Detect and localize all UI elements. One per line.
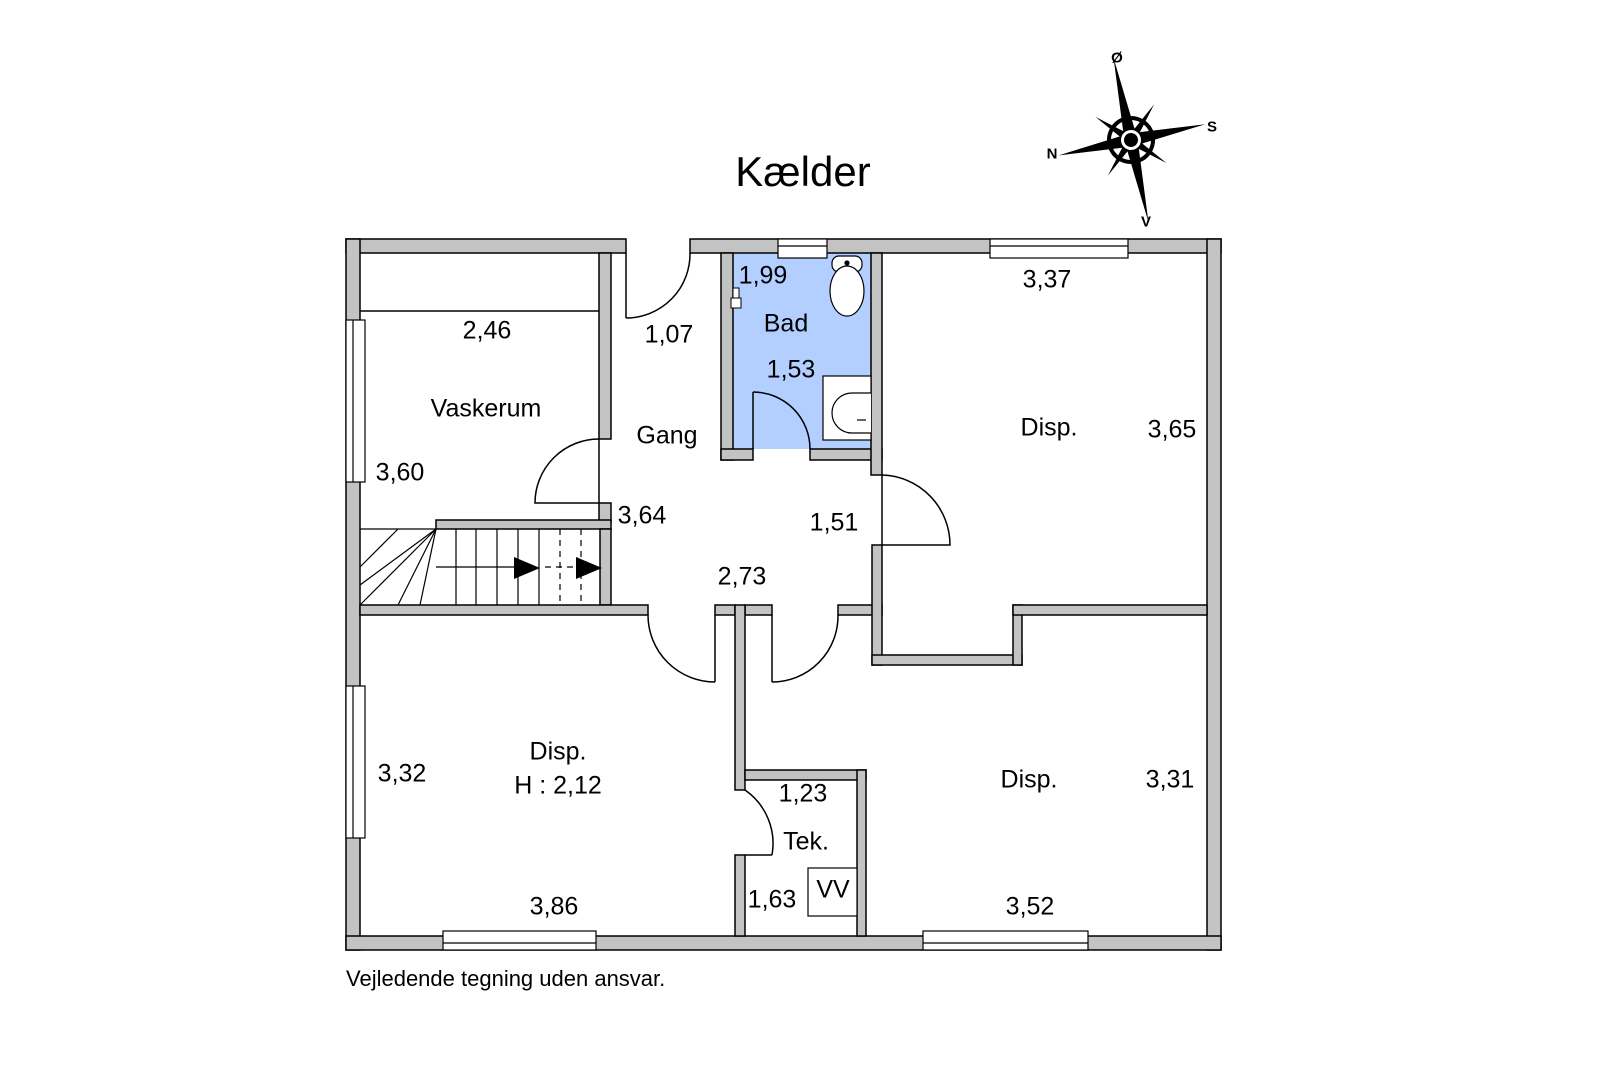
faucet-icon [730,287,742,309]
tek-label: Tek. [783,827,829,856]
gang-label: Gang [636,421,698,450]
disp-se-depth: 3,31 [1145,765,1195,794]
toilet-icon [829,255,865,317]
water-heater-box [807,867,858,917]
disp-sw-height: H : 2,12 [514,771,602,800]
stair-arrow-icon [514,557,540,579]
disp-sw-depth: 3,32 [377,759,427,788]
disp-ne-depth: 3,65 [1147,415,1197,444]
bad-depth: 1,53 [766,355,816,384]
disp-sw-width: 3,86 [529,892,579,921]
disp-se-width: 3,52 [1005,892,1055,921]
compass-rose-icon [1058,57,1206,223]
compass-west-label: V [1140,213,1152,231]
gang-dim: 3,64 [617,501,667,530]
gang-dim: 2,73 [717,562,767,591]
disp-sw-label: Disp. [529,737,587,766]
disclaimer: Vejledende tegning uden ansvar. [346,966,666,991]
gang-dim: 1,51 [809,508,859,537]
compass-north-label: N [1046,145,1058,163]
bad-label: Bad [763,309,809,338]
page-title: Kælder [735,148,871,195]
staircase [359,528,582,606]
compass-south-label: S [1206,118,1218,136]
doors[interactable] [534,252,951,856]
disp-se-label: Disp. [1000,765,1058,794]
disp-ne-width: 3,37 [1022,265,1072,294]
windows [345,238,1129,951]
disp-ne-label: Disp. [1020,413,1078,442]
vaskerum-depth: 3,60 [375,458,425,487]
vaskerum-label: Vaskerum [430,394,542,423]
gang-dim: 1,07 [644,320,694,349]
tek-depth: 1,63 [747,885,797,914]
bad-width: 1,99 [738,261,788,290]
compass-east-label: Ø [1111,49,1123,67]
vaskerum-width: 2,46 [462,316,512,345]
stair-arrow-icon [576,557,602,579]
tek-width: 1,23 [778,779,828,808]
sink-icon [822,375,872,441]
water-heater-label: VV [816,875,850,904]
